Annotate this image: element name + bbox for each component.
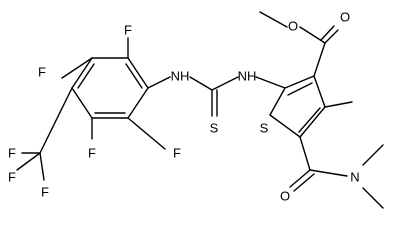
atom-labels: F F F F F F F NH NH S S O O O N bbox=[8, 10, 360, 204]
thiourea-bonds bbox=[189, 76, 286, 117]
atom-n-amide: N bbox=[350, 170, 359, 185]
thiophene-ring bbox=[269, 75, 326, 138]
atom-o-ester: O bbox=[288, 19, 298, 34]
thiophene-substituent-bonds bbox=[259, 11, 384, 209]
ring-substituent-bonds bbox=[16, 37, 171, 181]
atom-nh-left: NH bbox=[171, 69, 190, 84]
atom-f-bottom: F bbox=[88, 146, 96, 161]
atom-s-thio: S bbox=[210, 121, 219, 136]
atom-f-right-lower: F bbox=[173, 146, 181, 161]
atom-f-cf3-c: F bbox=[41, 185, 49, 200]
atom-f-cf3-a: F bbox=[8, 146, 16, 161]
atom-o-ester-carbonyl: O bbox=[340, 10, 350, 25]
structure-diagram: F F F F F F F NH NH S S O O O N bbox=[8, 10, 384, 209]
atom-s-ring: S bbox=[260, 121, 269, 136]
atom-f-top: F bbox=[124, 23, 132, 38]
molecule-svg: F F F F F F F NH NH S S O O O N bbox=[8, 10, 384, 209]
benzene-ring bbox=[71, 57, 149, 119]
atom-nh-right: NH bbox=[238, 69, 257, 84]
atom-f-cf3-b: F bbox=[8, 170, 16, 185]
atom-f-left-upper: F bbox=[38, 65, 46, 80]
atom-o-amide: O bbox=[280, 189, 290, 204]
